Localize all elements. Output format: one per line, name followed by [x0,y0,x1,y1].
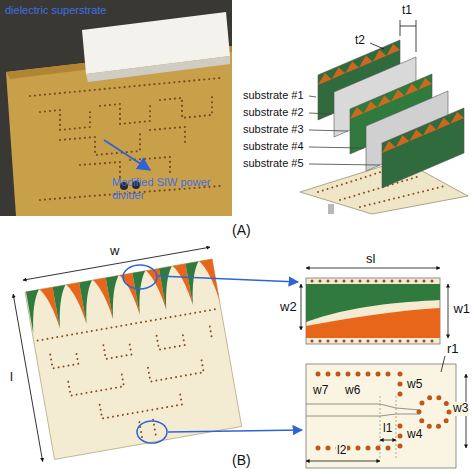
layer-label: substrate #4 [243,140,304,153]
photo [0,0,232,216]
dimension-label: w5 [406,378,423,392]
photo-annotation: dielectric superstrate [5,4,107,17]
dimension-label: l2 [336,444,347,458]
photo-annotation: Modified SIW power divider [112,176,222,201]
antenna-layout [11,247,242,461]
layer-label: substrate #5 [243,157,304,170]
panel-label: (B) [232,452,251,468]
panel-label: (A) [232,222,251,238]
dimension-label: t2 [355,34,365,48]
dimension-label: w6 [344,384,361,398]
taper-detail [301,268,448,344]
dimension-label: w1 [452,302,471,317]
feed-detail [306,356,466,468]
dimension-label: w2 [280,300,297,315]
dimension-label: w4 [406,428,423,442]
dimension-label: w7 [312,384,329,398]
exploded-view [300,20,468,214]
dimension-label: sl [366,252,375,267]
dimension-label: r1 [447,342,459,357]
layer-label: substrate #3 [243,123,304,136]
dimension-label: w [110,244,119,259]
dimension-label: l1 [382,422,393,436]
dimension-label: l [10,370,13,385]
layer-label: substrate #2 [243,106,304,119]
dimension-label: w3 [452,402,469,416]
dimension-label: t1 [402,4,412,18]
layer-label: substrate #1 [243,89,304,102]
